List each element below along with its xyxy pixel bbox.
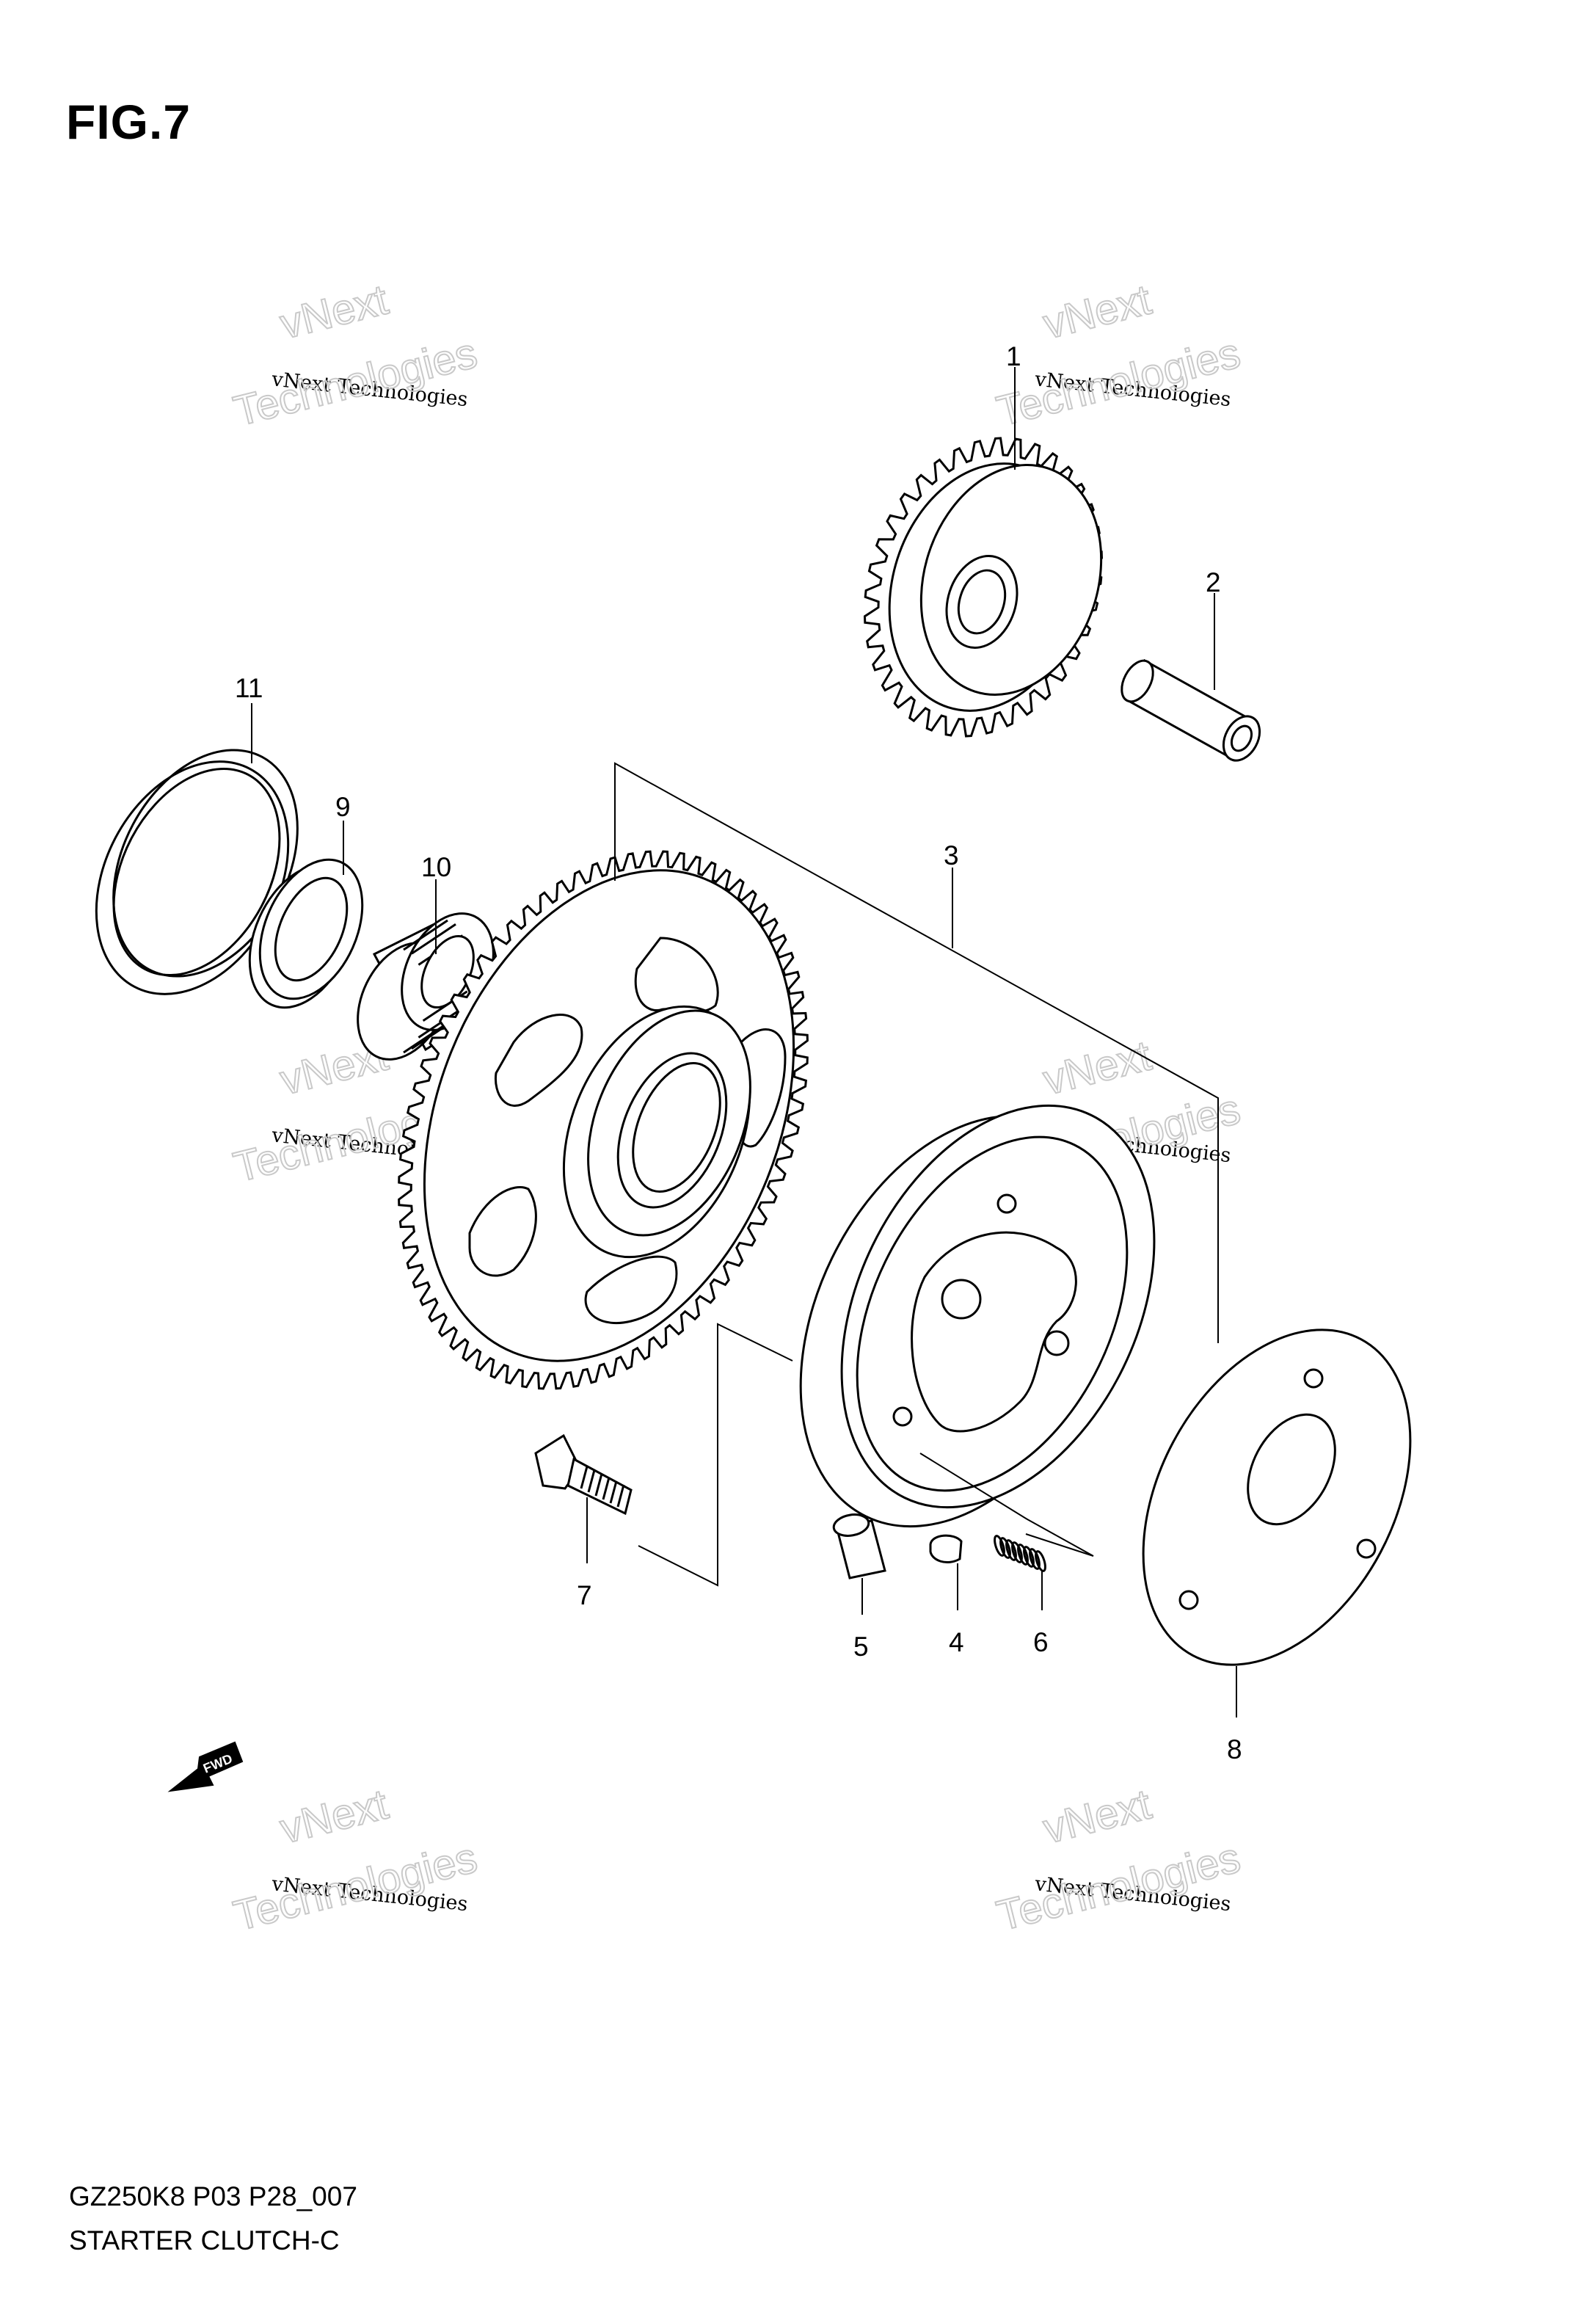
watermark-top-right: vNext vNext Technologies Technologies	[991, 275, 1245, 437]
assembly-name: STARTER CLUTCH-C	[69, 2225, 340, 2255]
bolt-thread	[580, 1466, 589, 1489]
watermark-word: Technologies	[992, 1833, 1245, 1940]
spring-coil	[994, 1535, 1005, 1557]
spring-coil	[999, 1537, 1011, 1559]
spring-coil	[1023, 1546, 1035, 1568]
starter-gear-icon	[398, 850, 809, 1390]
shaft-pin-icon	[1121, 658, 1261, 762]
callout-4: 4	[949, 1627, 964, 1657]
callout-11: 11	[235, 673, 263, 703]
bolt-thread	[587, 1469, 596, 1493]
watermark-word: Technologies	[229, 1833, 481, 1940]
watermark-word: vNext	[275, 1781, 393, 1853]
callout-9: 9	[335, 792, 351, 822]
spring-bracket-line	[919, 1453, 1094, 1557]
roller-icon	[832, 1513, 886, 1579]
callout-8: 8	[1227, 1734, 1242, 1764]
callout-labels: 1 2 3 4 5 6 7 8 9 10 11	[235, 341, 1242, 1764]
bolt-icon	[534, 1433, 633, 1516]
spring-icon	[994, 1535, 1046, 1572]
starter-clutch-housing-icon	[799, 1104, 1156, 1528]
bolt-thread	[594, 1473, 603, 1497]
spring-coils	[994, 1535, 1046, 1572]
bolt-thread	[609, 1480, 618, 1504]
spring-coil	[1029, 1548, 1041, 1570]
watermark-bottom-left: vNext vNext Technologies Technologies	[228, 1780, 482, 1941]
watermark-word: vNext	[275, 276, 393, 349]
callout-10: 10	[421, 852, 451, 882]
bolt-thread	[602, 1477, 611, 1500]
roller-cap-icon	[929, 1534, 963, 1563]
spring-coil	[1011, 1541, 1023, 1563]
watermark-word: vNext	[1038, 276, 1156, 349]
bearing-needle	[403, 919, 448, 951]
forward-arrow-icon: FWD	[167, 1741, 244, 1792]
watermark-top-left: vNext vNext Technologies Technologies	[228, 275, 482, 437]
watermark-word: Technologies	[229, 329, 481, 435]
bearing-needle	[403, 1022, 448, 1054]
bolt-threads	[580, 1466, 625, 1508]
assembly-bracket-3	[614, 762, 1219, 1343]
spring-coil	[1035, 1550, 1046, 1572]
callout-5: 5	[853, 1632, 869, 1662]
model-code: GZ250K8 P03 P28_007	[69, 2181, 357, 2211]
driven-gear-icon	[863, 437, 1104, 738]
bearing-needle	[411, 923, 456, 955]
callout-7: 7	[577, 1580, 592, 1610]
clutch-plate-icon	[1142, 1328, 1412, 1666]
spring-coil	[1005, 1539, 1017, 1561]
watermark-word: vNext	[1038, 1032, 1156, 1105]
callout-6: 6	[1033, 1627, 1049, 1657]
figure-label: FIG.7	[66, 95, 192, 149]
watermark-bottom-right: vNext vNext Technologies Technologies	[991, 1780, 1245, 1941]
callout-3: 3	[944, 840, 959, 870]
washer-icon	[248, 858, 364, 1009]
bolt-bracket-line	[638, 1323, 793, 1587]
callout-2: 2	[1206, 567, 1221, 597]
bolt-thread	[616, 1484, 625, 1508]
callout-1: 1	[1006, 341, 1021, 371]
watermark-word: vNext	[1038, 1781, 1156, 1853]
watermark-word: Technologies	[992, 329, 1245, 435]
spring-coil	[1017, 1544, 1029, 1566]
